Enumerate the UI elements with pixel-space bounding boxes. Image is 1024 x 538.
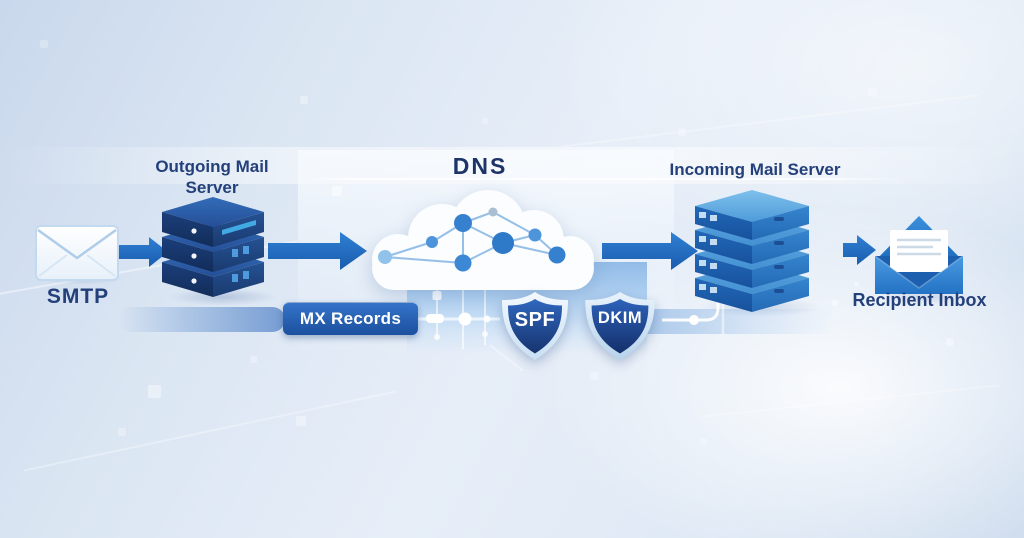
deco-square (296, 416, 306, 426)
dns-label: DNS (452, 153, 508, 179)
deco-square (946, 338, 954, 346)
deco-square (482, 118, 488, 124)
smtp-label: SMTP (46, 285, 110, 308)
deco-square (854, 282, 859, 287)
dns-network-nodes (378, 207, 566, 272)
mx-records-badge: MX Records (283, 302, 418, 335)
closed-envelope-icon (35, 225, 119, 281)
deco-square (832, 300, 838, 306)
mx-beam-left (118, 307, 285, 332)
mx-records-label: MX Records (299, 309, 402, 328)
dns-cloud-icon (372, 190, 594, 290)
outgoing-server-stack-icon (162, 197, 264, 297)
deco-square (332, 186, 342, 196)
deco-square (700, 438, 707, 445)
deco-square (40, 40, 48, 48)
deco-square (868, 88, 877, 97)
incoming-server-stack-icon (695, 190, 809, 312)
circuit-traces (418, 266, 725, 372)
deco-square (300, 96, 308, 104)
deco-square (148, 385, 161, 398)
incoming-server-label: Incoming Mail Server (669, 160, 841, 179)
deco-square (678, 128, 686, 136)
envelope-pocket (875, 256, 963, 294)
deco-square (118, 428, 126, 436)
recipient-inbox-label: Recipient Inbox (852, 290, 987, 310)
deco-square (590, 372, 598, 380)
dns-divider-line (302, 178, 908, 180)
open-envelope-icon (874, 216, 964, 294)
spf-label: SPF (514, 308, 556, 331)
spf-shield-icon: SPF (496, 290, 574, 362)
letter-sheet (890, 230, 948, 272)
dns-network-edges (384, 211, 558, 264)
server-shadow (168, 288, 278, 306)
arrow-right-icon (118, 232, 876, 270)
outgoing-server-label: Outgoing Mail Server (155, 157, 269, 197)
dkim-label: DKIM (597, 308, 643, 327)
deco-square (250, 356, 257, 363)
dkim-shield-icon: DKIM (579, 290, 661, 362)
